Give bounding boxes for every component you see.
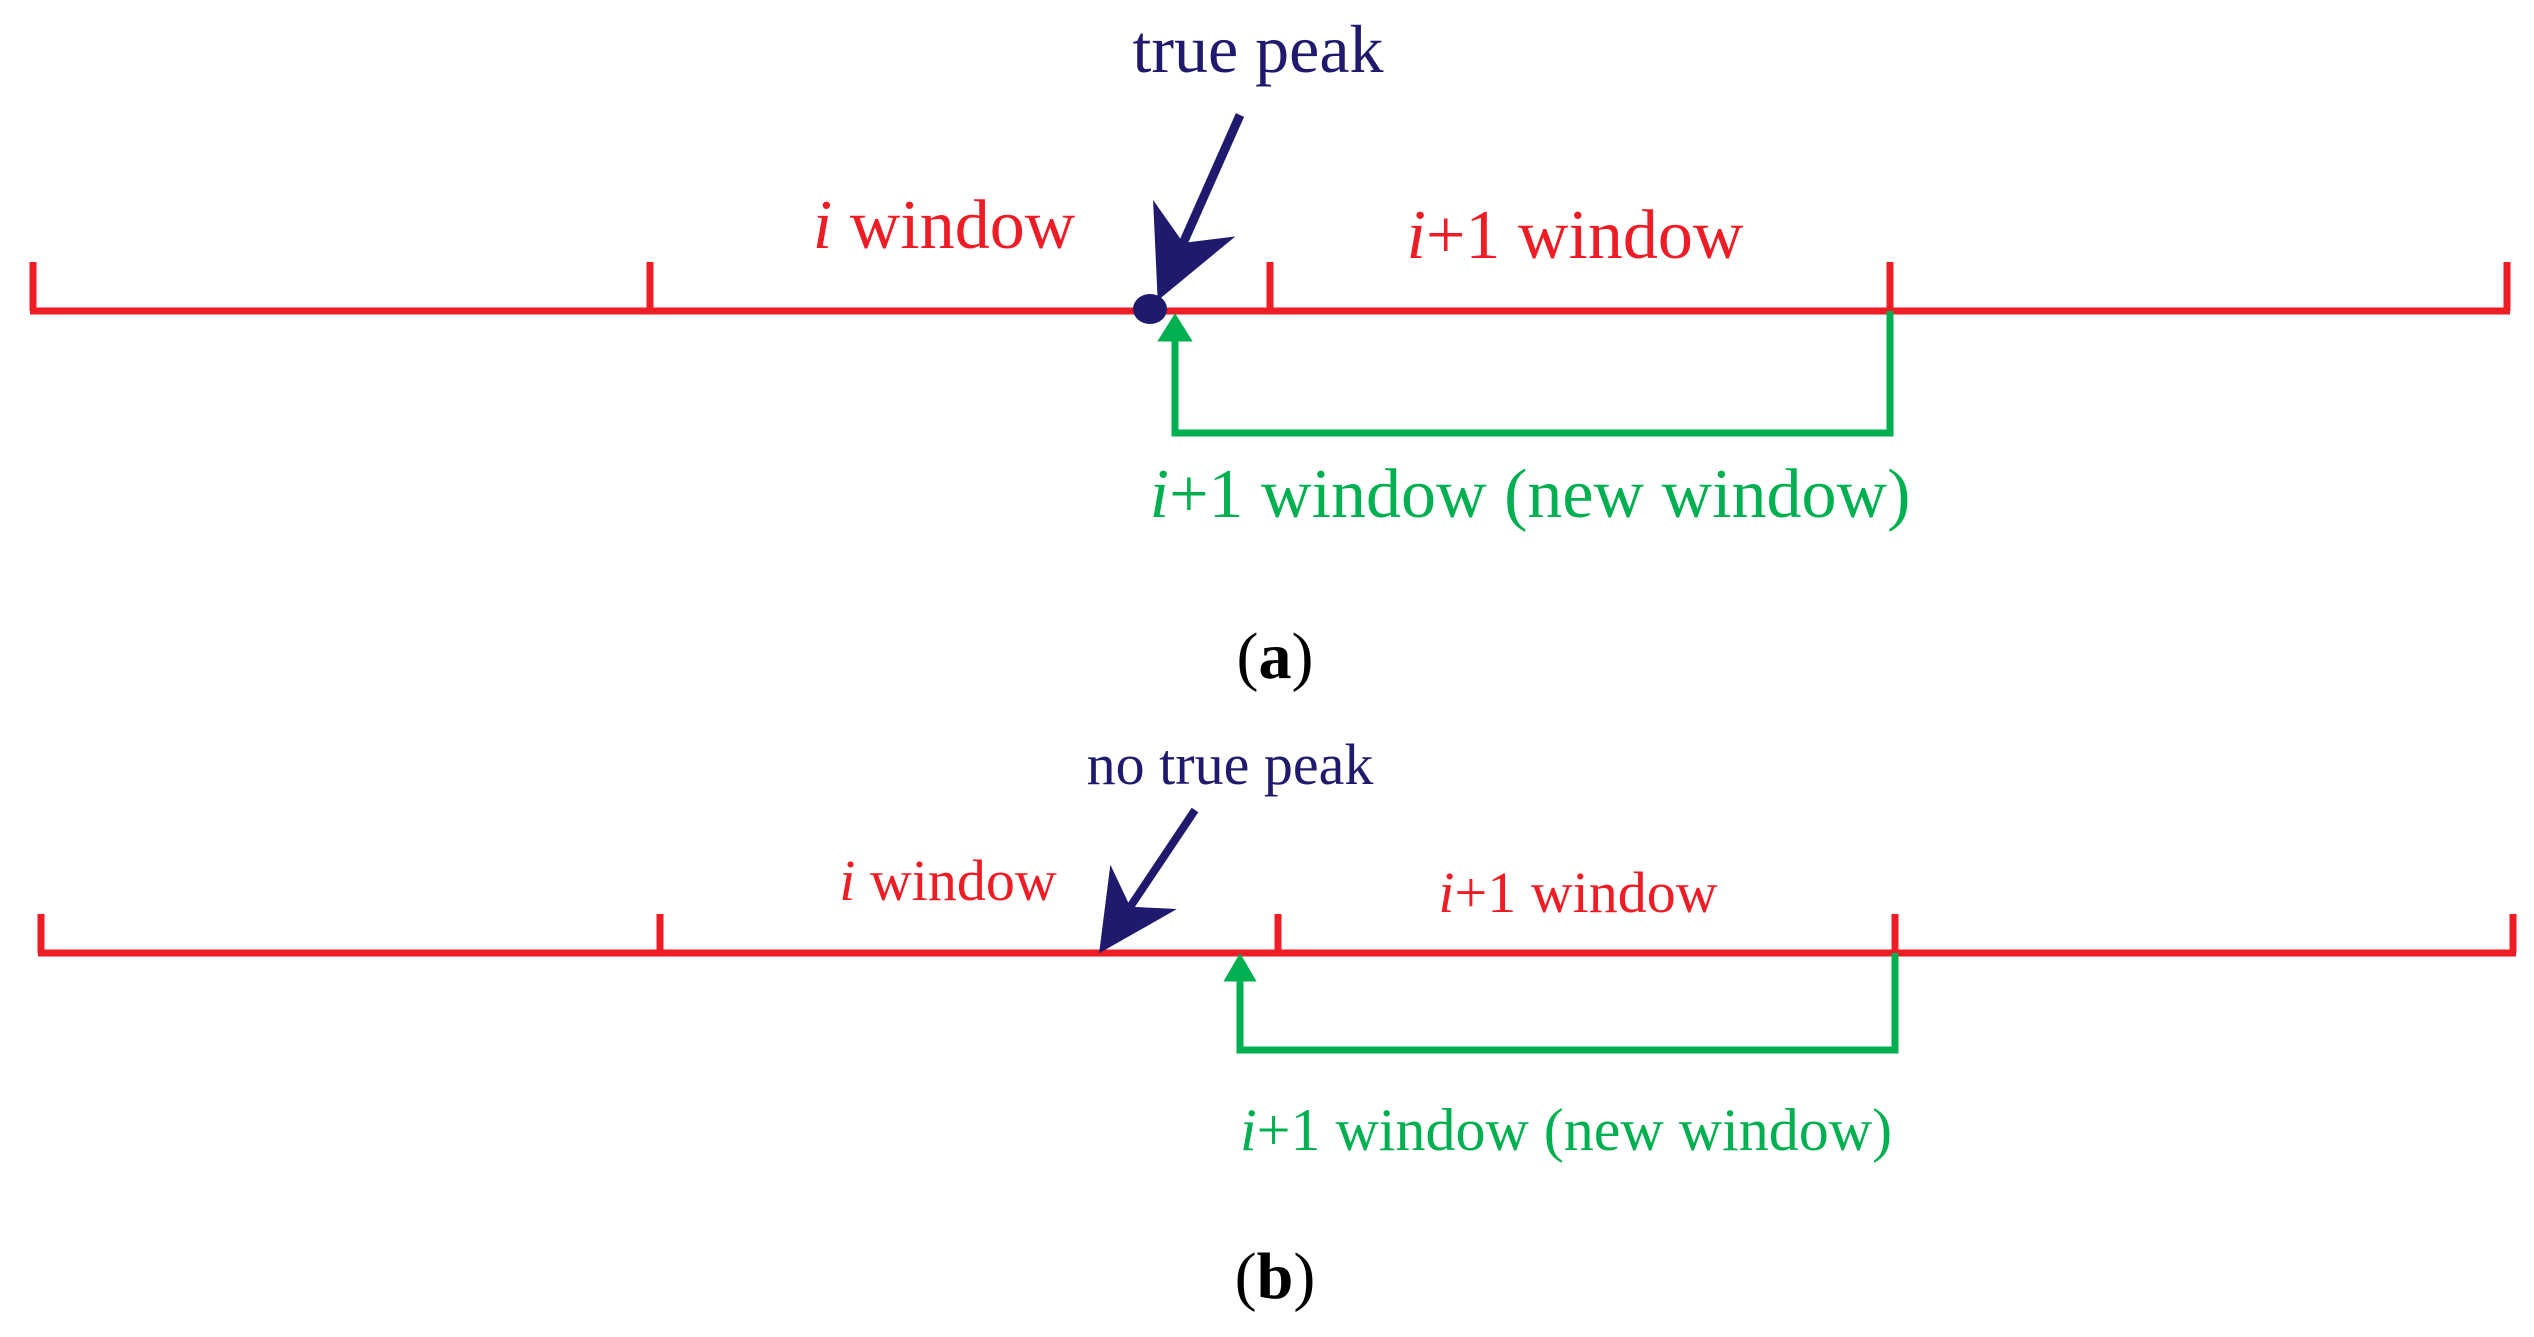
ip1-window-label-a-text: +1 window <box>1426 197 1744 274</box>
caption-b-letter: b <box>1257 1240 1294 1313</box>
peak-pointer-arrow-b <box>1099 807 1199 954</box>
new-window-bracket-a-path <box>1171 311 1894 437</box>
new-window-label-b-text: +1 window (new window) <box>1257 1097 1892 1163</box>
new-window-label-a-var: i <box>1150 456 1169 533</box>
new-window-label-b-var: i <box>1240 1097 1257 1163</box>
timeline-b <box>37 914 2517 957</box>
caption-a-letter: a <box>1259 620 1292 693</box>
panel-b: no true peak i window i+1 window i+1 win… <box>37 732 2517 1313</box>
caption-a-close: ) <box>1292 620 1314 693</box>
new-window-bracket-b-path <box>1236 953 1899 1054</box>
new-window-label-a: i+1 window (new window) <box>1150 456 1911 533</box>
ip1-window-label-b: i+1 window <box>1438 860 1717 925</box>
ip1-window-label-a: i+1 window <box>1407 197 1744 274</box>
new-window-bracket-b <box>1223 953 1899 1054</box>
i-window-label-a: i window <box>813 187 1076 264</box>
caption-b-open: ( <box>1235 1240 1257 1313</box>
new-window-arrowhead-b <box>1223 953 1257 982</box>
panel-a: true peak i window i+1 window i+1 window… <box>29 11 2511 693</box>
new-window-bracket-a <box>1157 311 1894 437</box>
new-window-label-a-text: +1 window (new window) <box>1169 456 1910 533</box>
i-window-label-a-text: window <box>832 187 1076 264</box>
peak-pointer-arrow-a <box>1153 113 1245 301</box>
caption-a-open: ( <box>1237 620 1259 693</box>
peak-label-a: true peak <box>1132 11 1383 87</box>
i-window-label-b-text: window <box>855 848 1057 913</box>
true-peak-marker <box>1133 294 1167 324</box>
caption-a: (a) <box>1237 620 1314 693</box>
i-window-label-b: i window <box>839 848 1057 913</box>
ip1-window-label-a-var: i <box>1407 197 1426 274</box>
caption-b: (b) <box>1235 1240 1316 1313</box>
ip1-window-label-b-var: i <box>1438 860 1454 925</box>
timeline-a <box>29 262 2511 315</box>
new-window-arrowhead-a <box>1157 313 1193 342</box>
caption-b-close: ) <box>1293 1240 1315 1313</box>
peak-label-b: no true peak <box>1087 732 1374 797</box>
new-window-label-b: i+1 window (new window) <box>1240 1097 1892 1163</box>
ip1-window-label-b-text: +1 window <box>1455 860 1718 925</box>
i-window-label-a-var: i <box>813 187 832 264</box>
i-window-label-b-var: i <box>839 848 855 913</box>
